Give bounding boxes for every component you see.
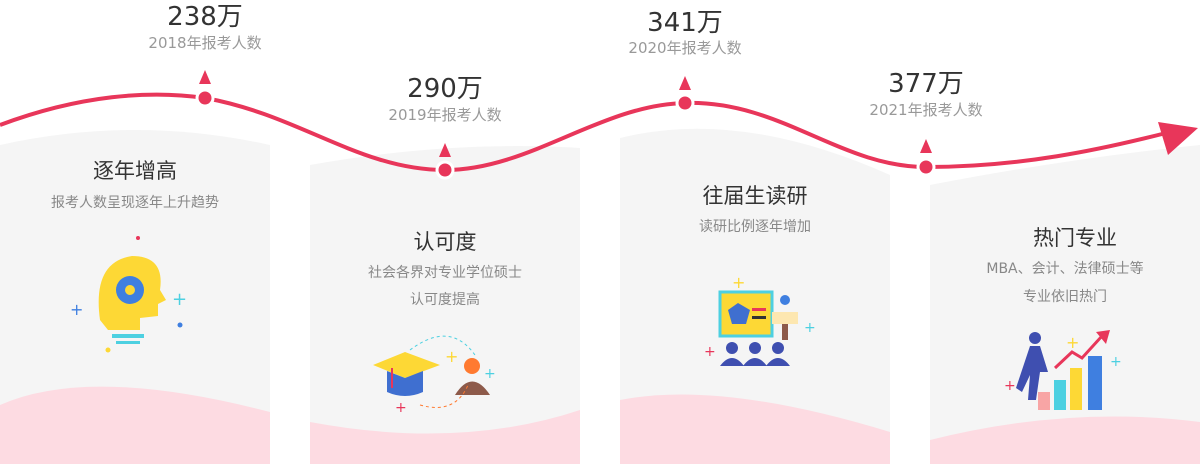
milestone-label: 2020年报考人数	[628, 39, 742, 57]
svg-text:+: +	[704, 344, 716, 360]
graduation-cap-icon: + + +	[373, 335, 496, 416]
card-text: 读研比例逐年增加	[699, 219, 811, 235]
arrow-head-icon	[1158, 122, 1198, 155]
svg-text:+: +	[1004, 378, 1016, 394]
card-title: 认可度	[413, 230, 477, 254]
milestone-label: 2018年报考人数	[148, 34, 262, 52]
presentation-board-icon: + + +	[704, 273, 816, 366]
svg-text:+: +	[804, 320, 816, 336]
svg-text:+: +	[445, 347, 458, 366]
card-wave-4	[930, 416, 1200, 464]
card-wave-2	[310, 410, 580, 464]
card-text: 社会各界对专业学位硕士	[368, 265, 522, 281]
card-title: 往届生读研	[702, 184, 808, 208]
card-text: 报考人数呈现逐年上升趋势	[51, 195, 219, 211]
card-title: 逐年增高	[93, 159, 177, 183]
milestone-label: 2021年报考人数	[869, 101, 983, 119]
milestone-value: 341万	[647, 8, 723, 38]
head-gear-icon: ++	[70, 236, 187, 353]
milestone-label: 2019年报考人数	[388, 106, 502, 124]
card-bg-2	[310, 146, 580, 464]
svg-text:+: +	[732, 273, 745, 292]
svg-text:+: +	[70, 300, 83, 319]
card-text: 专业依旧热门	[1023, 289, 1107, 305]
svg-text:+: +	[172, 289, 187, 310]
card-title: 热门专业	[1033, 226, 1117, 250]
card-text: 认可度提高	[410, 292, 480, 308]
card-text: MBA、会计、法律硕士等	[986, 261, 1144, 277]
card-wave-1	[0, 386, 270, 464]
card-wave-3	[620, 394, 890, 464]
card-bg-4	[930, 145, 1200, 464]
svg-text:+: +	[1110, 354, 1122, 370]
svg-text:+: +	[484, 366, 496, 382]
milestone-value: 377万	[888, 69, 964, 99]
growth-chart-icon: + + +	[1004, 330, 1122, 410]
svg-text:+: +	[1066, 333, 1079, 352]
milestone-value: 238万	[167, 2, 243, 32]
milestone-value: 290万	[407, 74, 483, 104]
svg-text:+: +	[395, 400, 407, 416]
